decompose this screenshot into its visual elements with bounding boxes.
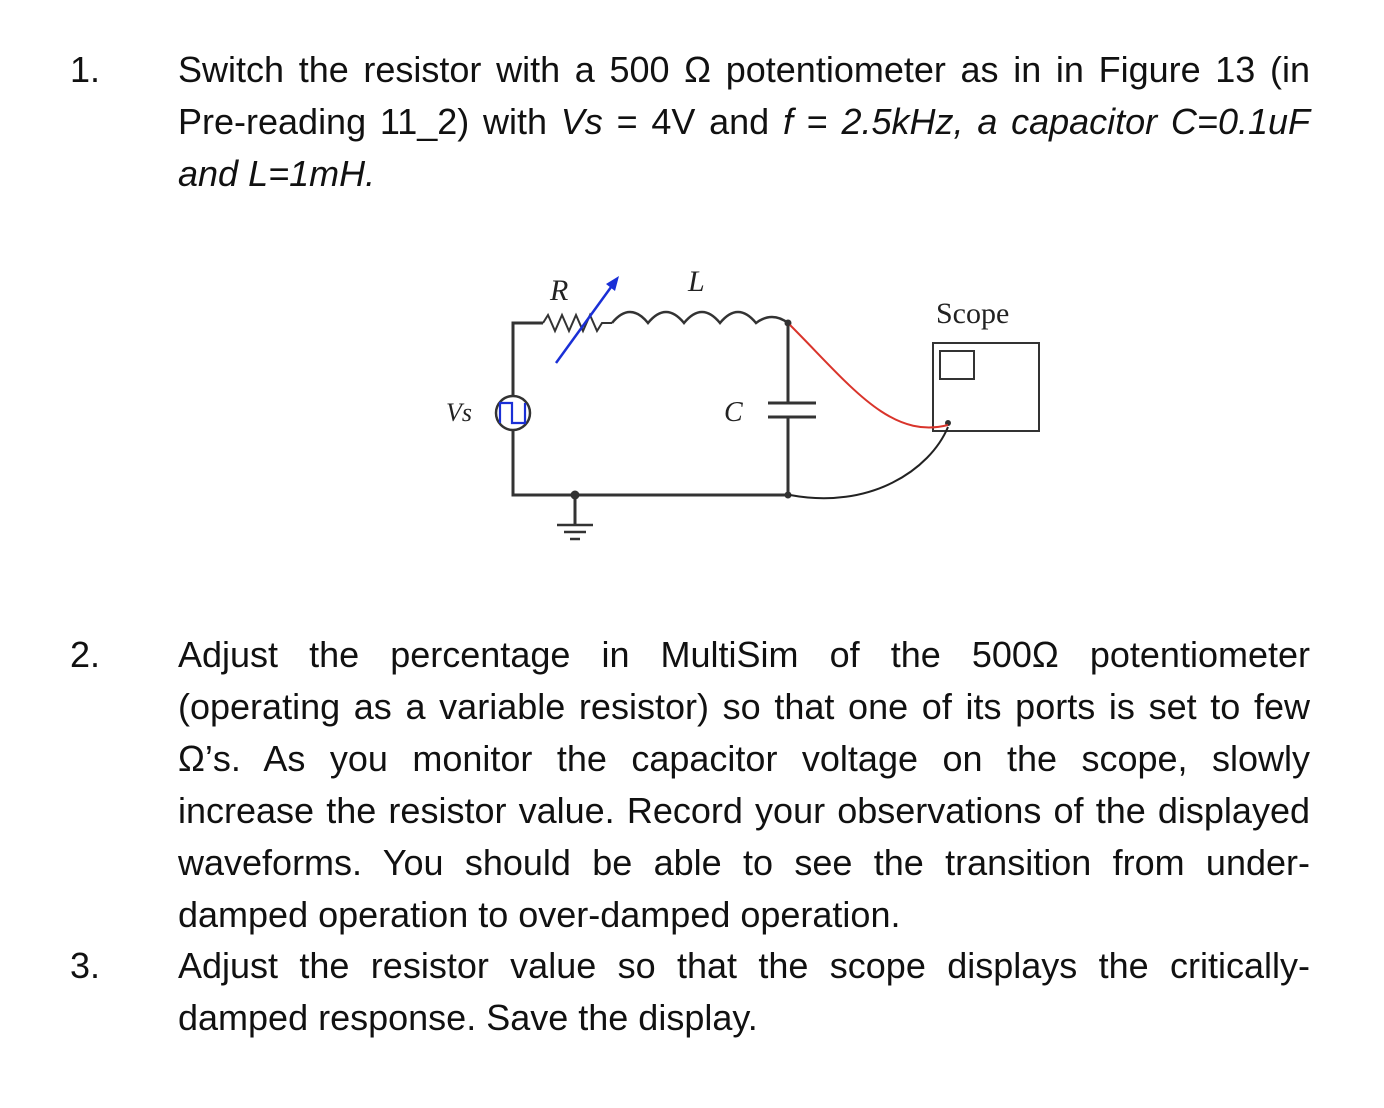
circuit-diagram: R L C Vs Scope (446, 265, 1040, 541)
oscilloscope-icon (932, 342, 1040, 432)
resistor-label: R (549, 274, 568, 307)
item-text: Adjust the resistor value so that the sc… (178, 940, 1310, 1044)
ground-icon (557, 490, 593, 541)
text-run: Switch the resistor with a 500 Ω potenti… (178, 49, 1310, 142)
text-run: Adjust the resistor value so that the sc… (178, 945, 1310, 1038)
italic-text-run: Vs (560, 101, 603, 142)
node-dot (784, 491, 792, 499)
circuit-wires (511, 321, 790, 525)
source-label: Vs (446, 398, 472, 427)
inductor-label: L (687, 265, 705, 298)
resistor-symbol (542, 312, 612, 334)
scope-probe-black (789, 426, 949, 500)
potentiometer-arrow-icon (554, 276, 619, 364)
italic-text-run: 2.5kHz, a capacitor C=0.1uF and L=1mH. (178, 101, 1310, 194)
scope-probe-red (789, 324, 949, 429)
inductor-symbol (611, 310, 789, 325)
item-number: 3. (70, 945, 101, 986)
scope-label: Scope (936, 297, 1009, 330)
text-run: = 4V and (602, 101, 783, 142)
text-run: = (792, 101, 842, 142)
item-text: Adjust the percentage in MultiSim of the… (178, 629, 1310, 941)
capacitor-symbol (768, 401, 816, 419)
square-wave-source-icon (494, 394, 532, 432)
item-text: Switch the resistor with a 500 Ω potenti… (178, 44, 1310, 200)
item-number: 1. (70, 49, 101, 90)
node-dot (784, 319, 792, 327)
italic-text-run: f (782, 101, 793, 142)
item-number: 2. (70, 634, 101, 675)
text-run: Adjust the percentage in MultiSim of the… (178, 634, 1310, 935)
capacitor-label: C (724, 397, 743, 428)
